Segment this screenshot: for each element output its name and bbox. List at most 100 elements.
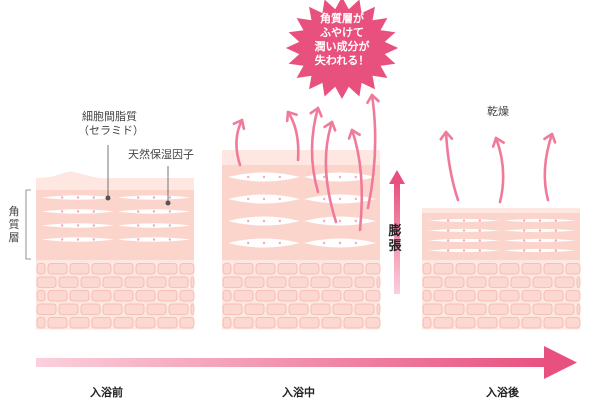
moisture-arrow [324,120,338,224]
skin-cell [47,290,68,302]
skin-cell [222,263,232,275]
skin-cell [422,317,432,329]
skin-cell [321,263,342,275]
skin-cell [135,290,156,302]
nmf-dot [60,196,64,199]
skin-cell [36,317,46,329]
nmf-dot [168,224,172,227]
skin-cell [499,263,520,275]
skin-cell [543,290,564,302]
skin-cell [288,303,309,315]
swelling-arrow-shaft [394,182,400,294]
nmf-dot [446,219,450,222]
time-arrow-head [544,346,577,379]
skin-cell [168,276,189,288]
skin-cell [332,276,353,288]
skin-cell [499,317,520,329]
nmf-dot [462,249,466,252]
skin-cell [179,263,195,275]
nmf-dot [478,219,482,222]
moisture-arrow-head [439,130,454,141]
skin-cell [576,303,581,315]
swelling-arrow-head [389,170,405,184]
nmf-dot [354,219,358,223]
skin-cell [124,276,145,288]
skin-cell [343,263,364,275]
skin-cell [332,303,353,315]
nmf-dot [60,210,64,213]
nmf-dot [76,196,80,199]
moisture-arrow-head [543,132,557,144]
skin-cell [455,290,476,302]
swelling-arrow [389,170,405,294]
nmf-dot [462,219,466,222]
callout-line-4: 失われる！ [314,54,370,67]
skin-cell [222,303,243,315]
skin-cell [433,317,454,329]
cell-layer-during [222,262,381,330]
skin-cell [266,303,287,315]
corneocyte-group-before [42,195,190,242]
skin-cell [157,290,178,302]
nmf-dot [262,175,266,179]
moisture-arrow-head [232,118,246,131]
nmf-dot [278,175,282,179]
skin-cell [444,276,465,288]
skin-cell [433,290,454,302]
callout-line-3: 潤い成分が [314,40,370,53]
skin-cell [255,317,276,329]
nmf-dot [478,249,482,252]
nmf-dot [338,197,342,201]
nmf-dot [152,196,156,199]
nmf-dot [76,238,80,241]
skin-cell [477,263,498,275]
nmf-dot [246,241,250,245]
panel-before [25,145,195,330]
nmf-dot [322,197,326,201]
nmf-dot [60,224,64,227]
skin-cell [521,263,542,275]
skin-cell [277,263,298,275]
skin-cell [554,276,575,288]
skin-cell [113,290,134,302]
skin-cell [532,303,553,315]
skin-cell [233,290,254,302]
nmf-dot [136,196,140,199]
skin-cell [576,276,581,288]
nmf-dot [152,210,156,213]
leader-dot-nmf [165,200,171,206]
moisture-arrow [444,130,460,202]
moisture-evaporation-arrows [232,93,557,232]
nmf-dot [322,175,326,179]
skin-cell [521,317,542,329]
nmf-dot [478,229,482,232]
stage-label-after: 入浴後 [486,386,519,399]
skin-cell [222,290,232,302]
skin-cell [58,276,79,288]
skin-cell [36,290,46,302]
skin-cell [244,303,265,315]
skin-cell [179,317,195,329]
skin-cell [444,303,465,315]
label-swelling: 膨張 [388,224,402,254]
skin-cell [36,303,57,315]
skin-cell [343,290,364,302]
skin-cell [422,303,443,315]
label-nmf: 天然保湿因子 [128,148,194,161]
skin-cell [321,290,342,302]
moisture-arrow [286,110,300,162]
nmf-dot [522,239,526,242]
nmf-dot [76,210,80,213]
skin-cell [69,263,90,275]
skin-cell [543,317,564,329]
skin-cell [299,263,320,275]
skin-cell [354,276,375,288]
skin-cell [565,290,581,302]
skin-cell [233,317,254,329]
skin-cell [255,263,276,275]
nmf-dot [462,239,466,242]
skin-cell [36,263,46,275]
stage-label-before: 入浴前 [90,386,123,399]
moisture-arrow-head [309,106,323,118]
